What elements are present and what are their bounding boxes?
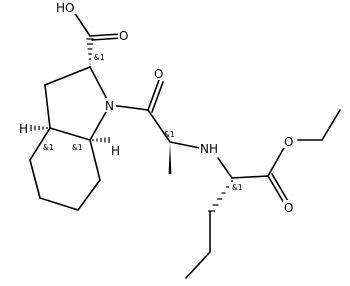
bond-ester-c-o-double-b bbox=[271, 173, 289, 202]
bond-n-amide-c bbox=[109, 104, 149, 111]
atom-label-amide-o: O bbox=[154, 67, 163, 81]
bond-c3-c3a bbox=[44, 84, 51, 129]
atom-label-h-right: H bbox=[111, 144, 120, 158]
atom-label-ester-carbonyl-o: O bbox=[284, 201, 293, 215]
bond-c2-c3 bbox=[44, 66, 91, 86]
bond-amide-c-o-b bbox=[151, 81, 164, 113]
bond-c4-c5 bbox=[29, 159, 41, 199]
atom-label-nh: NH bbox=[200, 142, 218, 156]
bond-chain-2 bbox=[185, 251, 211, 279]
hash-bond-c7a-h bbox=[92, 137, 110, 143]
bond-cooh-c-o-double-b bbox=[91, 37, 122, 41]
bond-c3a-c4 bbox=[29, 127, 51, 161]
atom-label-ester-o: O bbox=[284, 135, 293, 149]
hash-bond-c3a-h bbox=[30, 125, 48, 131]
stereo-label-norval-alpha: &1 bbox=[232, 183, 243, 192]
hash-bond-c2-cooh bbox=[86, 38, 94, 65]
stereo-descriptors: &1 &1 &1 &1 &1 bbox=[43, 53, 243, 192]
bond-c6-c7 bbox=[77, 179, 101, 211]
atom-label-n: N bbox=[105, 99, 114, 113]
bond-amide-c-ala-alpha bbox=[147, 109, 171, 143]
bond-cooh-c-oh bbox=[73, 11, 91, 37]
hash-bond-norval-chain bbox=[208, 180, 233, 212]
atom-label-oh: HO bbox=[56, 1, 74, 15]
atom-label-cooh-o: O bbox=[119, 29, 128, 43]
atom-label-h-left: H bbox=[19, 122, 28, 136]
bond-norval-alpha-ester-c bbox=[231, 175, 269, 179]
bond-lines bbox=[29, 11, 341, 279]
bond-c3a-c7a bbox=[49, 127, 91, 141]
bond-c7-c7a bbox=[89, 139, 101, 181]
bond-nh-norval-alpha bbox=[217, 157, 233, 179]
bond-amide-c-o-a bbox=[147, 79, 160, 111]
stereo-bonds bbox=[30, 38, 233, 212]
stereo-label-ala-alpha: &1 bbox=[164, 130, 175, 139]
bond-cooh-c-o-double-a bbox=[89, 33, 122, 37]
bond-ester-c-o-single bbox=[267, 145, 286, 177]
stereo-label-c7a: &1 bbox=[72, 143, 83, 152]
stereo-label-c3a: &1 bbox=[43, 143, 54, 152]
bond-ala-alpha-nh bbox=[169, 141, 201, 149]
bond-c5-c6 bbox=[39, 197, 79, 211]
stereo-label-c2: &1 bbox=[94, 53, 105, 62]
bond-ester-c-o-double-a bbox=[267, 175, 285, 204]
atom-labels: HO O O N NH O O H H bbox=[19, 0, 295, 215]
bond-ch2-ch3 bbox=[321, 109, 341, 141]
wedge-bond-ala-methyl bbox=[168, 142, 172, 174]
